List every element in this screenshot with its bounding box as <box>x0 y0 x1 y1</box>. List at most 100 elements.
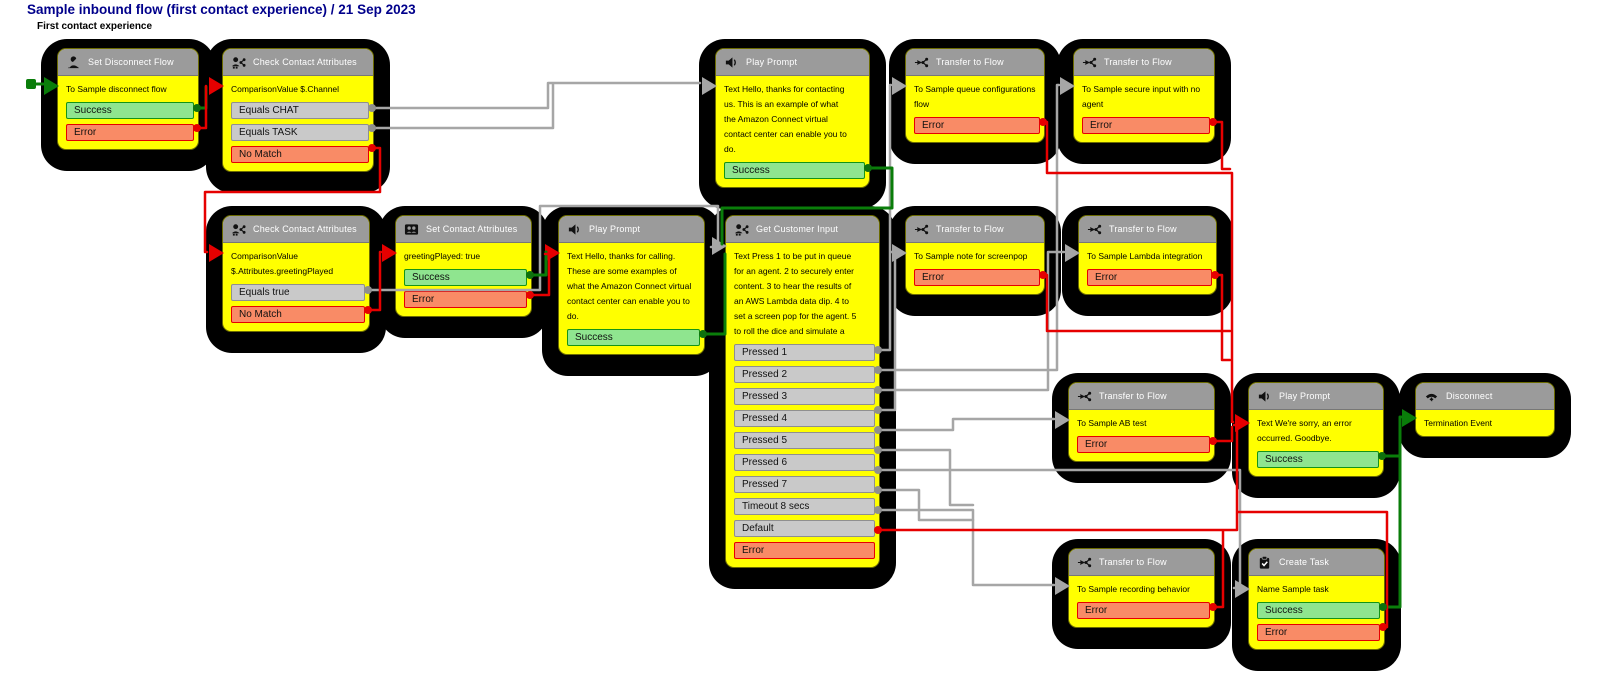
branch-pressed-7[interactable]: Pressed 7 <box>734 476 875 493</box>
branch-list: Success <box>1249 451 1383 476</box>
branch-error[interactable]: Error <box>734 542 875 559</box>
branch-timeout-8-secs[interactable]: Timeout 8 secs <box>734 498 875 515</box>
branch-list: Error <box>906 269 1044 294</box>
node-body-line: to roll the dice and simulate a <box>734 326 845 336</box>
branch-no-match[interactable]: No Match <box>231 146 369 163</box>
transfer-icon <box>1086 221 1102 237</box>
entry-arrow <box>1055 577 1070 595</box>
branch-error[interactable]: Error <box>1077 602 1210 619</box>
node-body-line: occurred. Goodbye. <box>1257 433 1332 443</box>
branch-error[interactable]: Error <box>914 117 1040 134</box>
speaker-icon <box>723 54 739 70</box>
node-body-text: To Sample recording behavior <box>1069 576 1214 602</box>
node-body-line: us. This is an example of what <box>724 99 839 109</box>
transfer-icon <box>913 221 929 237</box>
branch-pressed-6[interactable]: Pressed 6 <box>734 454 875 471</box>
node-header: Set Disconnect Flow <box>58 49 198 76</box>
entry-arrow <box>1235 414 1250 432</box>
branch-list: Error <box>1069 602 1214 627</box>
branch-pressed-1[interactable]: Pressed 1 <box>734 344 875 361</box>
node-body-text: Name Sample task <box>1249 576 1384 602</box>
branch-success[interactable]: Success <box>1257 602 1380 619</box>
branch-error[interactable]: Error <box>1077 436 1210 453</box>
branch-pressed-2[interactable]: Pressed 2 <box>734 366 875 383</box>
flow-node-transfer-to-flow[interactable]: Transfer to Flow To Sample secure input w… <box>1060 48 1215 143</box>
node-body-text: Text We're sorry, an error occurred. Good… <box>1249 410 1383 451</box>
entry-arrow <box>44 77 59 95</box>
node-header: Check Contact Attributes <box>223 216 369 243</box>
node-header: Play Prompt <box>1249 383 1383 410</box>
node-body-line: To Sample queue configurations <box>914 84 1036 94</box>
node-title: Create Task <box>1279 557 1330 567</box>
node-body-line: Termination Event <box>1424 418 1493 428</box>
node-body-text: Text Hello, thanks for calling.These are… <box>559 243 704 329</box>
branch-list: Success <box>559 329 704 354</box>
branch-error[interactable]: Error <box>1257 624 1380 641</box>
node-title: Transfer to Flow <box>1104 57 1172 67</box>
branch-pressed-4[interactable]: Pressed 4 <box>734 410 875 427</box>
branch-error[interactable]: Error <box>1087 269 1212 286</box>
transfer-icon <box>913 54 929 70</box>
branch-no-match[interactable]: No Match <box>231 306 365 323</box>
branch-success[interactable]: Success <box>1257 451 1379 468</box>
branch-success[interactable]: Success <box>567 329 700 346</box>
node-body-text: ComparisonValue $.Channel <box>223 76 373 102</box>
node-body-line: an AWS Lambda data dip. 4 to <box>734 296 849 306</box>
entry-arrow <box>712 237 727 255</box>
branch-equals-chat[interactable]: Equals CHAT <box>231 102 369 119</box>
branch-equals-task[interactable]: Equals TASK <box>231 124 369 141</box>
node-header: Transfer to Flow <box>1079 216 1216 243</box>
branch-success[interactable]: Success <box>66 102 194 119</box>
node-body-line: To Sample AB test <box>1077 418 1147 428</box>
node-body-text: To Sample Lambda integration <box>1079 243 1216 269</box>
node-title: Play Prompt <box>1279 391 1331 401</box>
branch-default[interactable]: Default <box>734 520 875 537</box>
node-body-line: To Sample note for screenpop <box>914 251 1028 261</box>
node-body-line: Name Sample task <box>1257 584 1329 594</box>
node-header: Transfer to Flow <box>1069 549 1214 576</box>
node-body-line: contact center can enable you to <box>724 129 847 139</box>
node-body-text: To Sample note for screenpop <box>906 243 1044 269</box>
node-body-line: Text Hello, thanks for calling. <box>567 251 676 261</box>
entry-arrow <box>1402 409 1417 427</box>
branch-pressed-3[interactable]: Pressed 3 <box>734 388 875 405</box>
branch-success[interactable]: Success <box>404 269 527 286</box>
branch-list: Pressed 1 Pressed 2 Pressed 3 Pressed 4 Pres… <box>726 344 879 567</box>
branch-pressed-5[interactable]: Pressed 5 <box>734 432 875 449</box>
node-body-line: Text We're sorry, an error <box>1257 418 1352 428</box>
branch-error[interactable]: Error <box>1082 117 1210 134</box>
users-badge-icon <box>403 221 419 237</box>
flow-node-transfer-to-flow[interactable]: Transfer to Flow To Sample recording beha… <box>1055 548 1215 628</box>
branch-error[interactable]: Error <box>66 124 194 141</box>
node-body-text: greetingPlayed: true <box>396 243 531 269</box>
branch-error[interactable]: Error <box>914 269 1040 286</box>
branch-success[interactable]: Success <box>724 162 865 179</box>
speaker-icon <box>566 221 582 237</box>
flow-title: Sample inbound flow (first contact exper… <box>27 2 416 17</box>
node-body-line: To Sample recording behavior <box>1077 584 1190 594</box>
wire-pressed-5 <box>876 417 1056 432</box>
branch-error[interactable]: Error <box>404 291 527 308</box>
branch-equals-true[interactable]: Equals true <box>231 284 365 301</box>
node-header: Get Customer Input <box>726 216 879 243</box>
